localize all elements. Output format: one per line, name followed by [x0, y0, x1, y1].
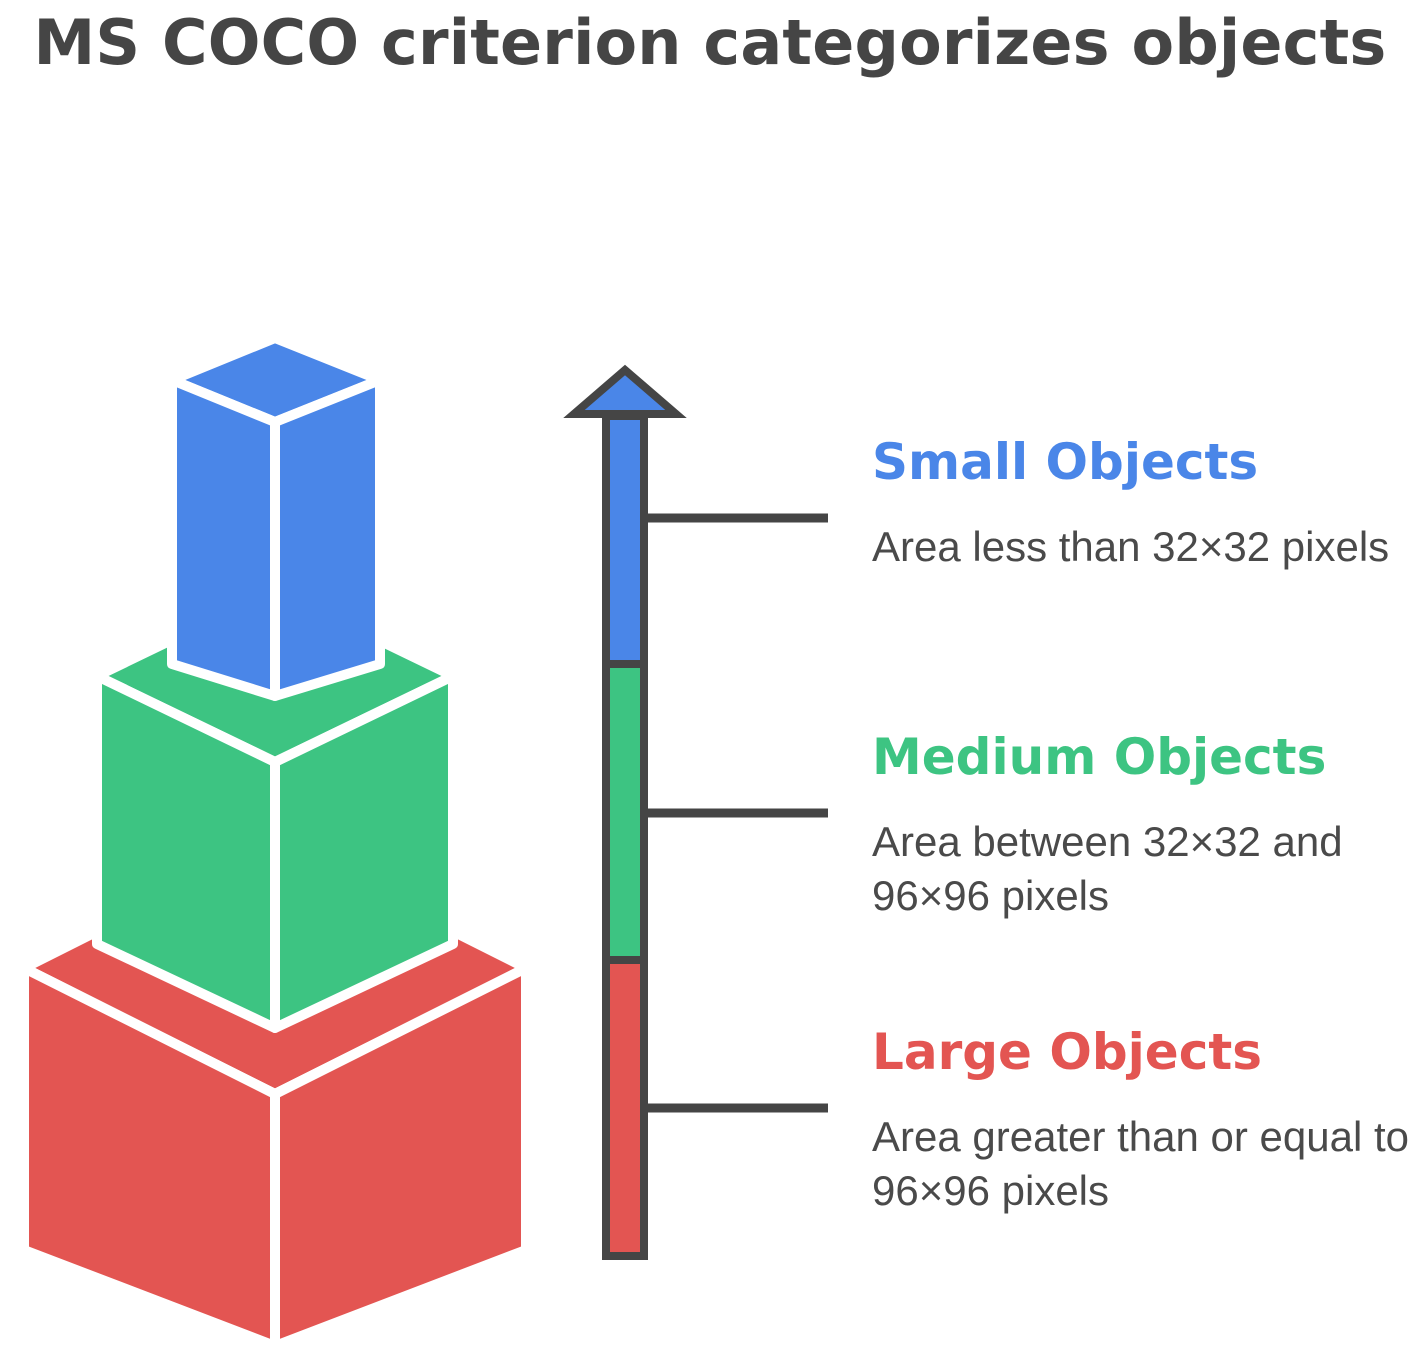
arrow-head-icon: [563, 364, 687, 418]
category-small-description: Area less than 32×32 pixels: [872, 523, 1390, 570]
category-small-label: Small Objects: [872, 433, 1259, 491]
category-large-description: Area greater than or equal to 96×96 pixe…: [872, 1113, 1410, 1214]
diagram-title: MS COCO criterion categorizes objects: [33, 6, 1387, 79]
category-medium-label: Medium Objects: [872, 728, 1327, 786]
category-large: Large Objects Area greater than or equal…: [872, 1022, 1417, 1218]
category-medium: Medium Objects Area between 32×32 and 96…: [872, 727, 1417, 923]
category-small: Small Objects Area less than 32×32 pixel…: [872, 432, 1417, 574]
category-medium-description: Area between 32×32 and 96×96 pixels: [872, 818, 1343, 919]
small-box: [167, 333, 385, 701]
size-scale-arrow: [563, 364, 687, 1260]
category-large-label: Large Objects: [872, 1023, 1263, 1081]
